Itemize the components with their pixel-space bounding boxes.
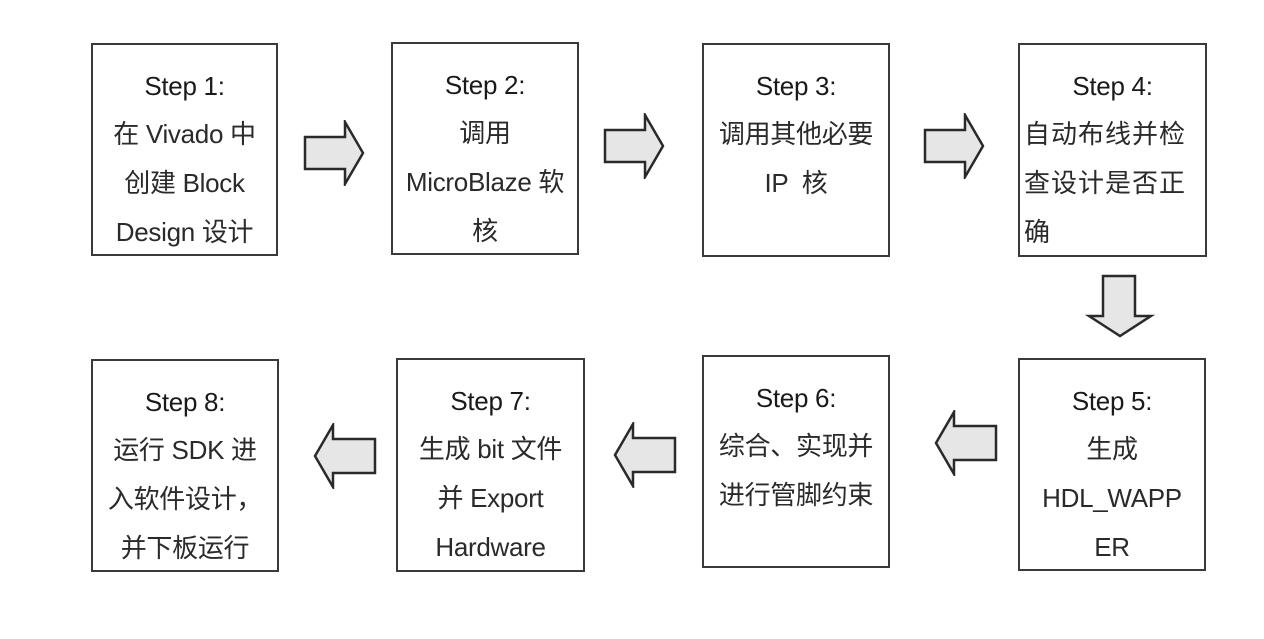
step-2-line-1: 调用 bbox=[459, 118, 511, 148]
step-4-title: Step 4: bbox=[1072, 71, 1153, 101]
arrow-right-icon bbox=[303, 120, 365, 186]
step-8-box: Step 8: 运行 SDK 进 入软件设计， 并下板运行 bbox=[91, 359, 279, 572]
step-1-title: Step 1: bbox=[144, 71, 225, 101]
step-4-box: Step 4: 自动布线并检 查设计是否正 确 bbox=[1018, 43, 1207, 257]
step-7-line-3: Hardware bbox=[435, 532, 546, 562]
step-8-line-2: 入软件设计， bbox=[107, 484, 263, 514]
step-2-line-2: MicroBlaze 软 bbox=[405, 167, 565, 197]
arrow-right-icon bbox=[603, 113, 665, 179]
step-8-title: Step 8: bbox=[144, 387, 226, 417]
step-3-line-1: 调用其他必要 bbox=[718, 119, 874, 149]
step-3-title: Step 3: bbox=[755, 71, 837, 101]
step-7-line-1: 生成 bit 文件 bbox=[418, 434, 563, 464]
step-3-box: Step 3: 调用其他必要 IP 核 bbox=[702, 43, 890, 257]
step-7-box: Step 7: 生成 bit 文件 并 Export Hardware bbox=[396, 358, 585, 572]
step-6-line-1: 综合、实现并 bbox=[718, 431, 874, 461]
step-8-line-3: 并下板运行 bbox=[120, 533, 250, 563]
step-3-line-2: IP 核 bbox=[764, 168, 828, 198]
step-6-box: Step 6: 综合、实现并 进行管脚约束 bbox=[702, 355, 890, 568]
step-4-line-1: 自动布线并检 bbox=[1024, 119, 1187, 149]
step-1-line-2: 创建 Block bbox=[124, 168, 245, 198]
step-1-line-1: 在 Vivado 中 bbox=[113, 119, 256, 149]
step-2-line-3: 核 bbox=[472, 216, 498, 246]
step-1-box: Step 1: 在 Vivado 中 创建 Block Design 设计 bbox=[91, 43, 278, 256]
arrow-left-icon bbox=[934, 410, 998, 476]
step-6-line-2: 进行管脚约束 bbox=[718, 480, 874, 510]
step-7-line-2: 并 Export bbox=[437, 483, 544, 513]
arrow-left-icon bbox=[613, 422, 677, 488]
step-5-line-1: 生成 bbox=[1086, 434, 1138, 464]
step-5-title: Step 5: bbox=[1071, 386, 1153, 416]
arrow-left-icon bbox=[313, 423, 377, 489]
step-2-title: Step 2: bbox=[444, 70, 526, 100]
step-6-title: Step 6: bbox=[755, 383, 837, 413]
step-5-line-3: ER bbox=[1094, 532, 1130, 562]
step-8-line-1: 运行 SDK 进 bbox=[113, 435, 257, 465]
arrow-down-icon bbox=[1085, 274, 1155, 338]
step-4-line-2: 查设计是否正 bbox=[1024, 168, 1187, 198]
step-1-line-3: Design 设计 bbox=[115, 217, 254, 247]
arrow-right-icon bbox=[923, 113, 985, 179]
step-5-line-2: HDL_WAPP bbox=[1042, 483, 1182, 513]
step-4-line-3: 确 bbox=[1024, 217, 1050, 247]
step-2-box: Step 2: 调用 MicroBlaze 软 核 bbox=[391, 42, 579, 255]
step-5-box: Step 5: 生成 HDL_WAPP ER bbox=[1018, 358, 1206, 571]
step-7-title: Step 7: bbox=[450, 386, 531, 416]
